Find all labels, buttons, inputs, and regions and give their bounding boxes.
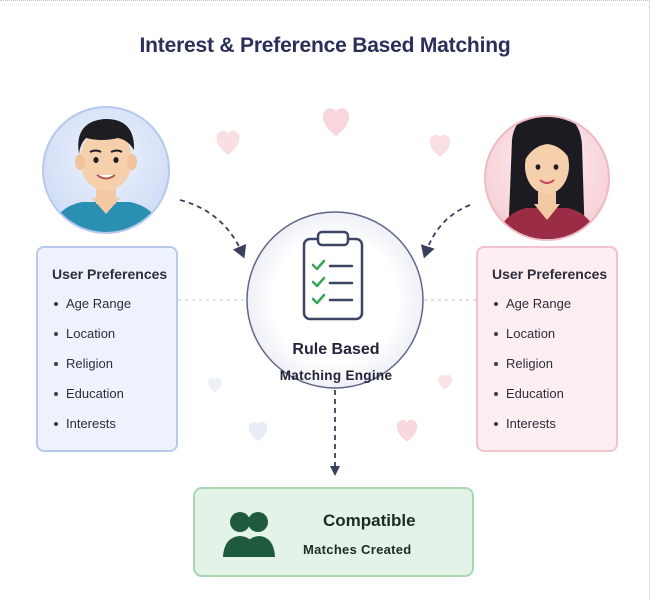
male-user-avatar xyxy=(42,106,170,234)
arrow-right-to-engine xyxy=(420,204,471,259)
list-item: Interests xyxy=(492,417,616,447)
heart-icon xyxy=(216,130,240,155)
list-item: Age Range xyxy=(492,297,616,327)
list-item: Education xyxy=(52,387,176,417)
heart-icon xyxy=(438,374,452,390)
list-item: Location xyxy=(492,327,616,357)
preferences-list: Age Range Location Religion Education In… xyxy=(52,297,176,447)
list-item: Religion xyxy=(52,357,176,387)
page-title: Interest & Preference Based Matching xyxy=(139,34,511,57)
heart-icon xyxy=(396,419,418,442)
left-preferences-box: User Preferences Age Range Location Reli… xyxy=(36,246,178,452)
list-item: Age Range xyxy=(52,297,176,327)
heart-icon xyxy=(208,377,222,393)
right-preferences-box: User Preferences Age Range Location Reli… xyxy=(476,246,618,452)
result-subtitle: Matches Created xyxy=(303,542,412,557)
group-users-icon xyxy=(223,512,275,557)
list-item: Location xyxy=(52,327,176,357)
engine-label-line2: Matching Engine xyxy=(279,368,393,383)
clipboard-checklist-icon xyxy=(302,230,364,321)
female-user-avatar xyxy=(484,115,610,241)
engine-label-line1: Rule Based xyxy=(292,341,380,358)
list-item: Education xyxy=(492,387,616,417)
result-title: Compatible xyxy=(323,511,416,530)
list-item: Religion xyxy=(492,357,616,387)
preferences-list: Age Range Location Religion Education In… xyxy=(492,297,616,447)
heart-icon xyxy=(429,134,451,157)
arrow-head-down xyxy=(330,466,340,476)
preferences-title: User Preferences xyxy=(52,266,168,282)
arrow-left-to-engine xyxy=(179,199,247,259)
compatible-matches-box: Compatible Matches Created xyxy=(193,487,474,577)
heart-icon xyxy=(322,108,350,137)
preferences-title: User Preferences xyxy=(492,266,608,282)
list-item: Interests xyxy=(52,417,176,447)
heart-icon xyxy=(248,421,268,442)
